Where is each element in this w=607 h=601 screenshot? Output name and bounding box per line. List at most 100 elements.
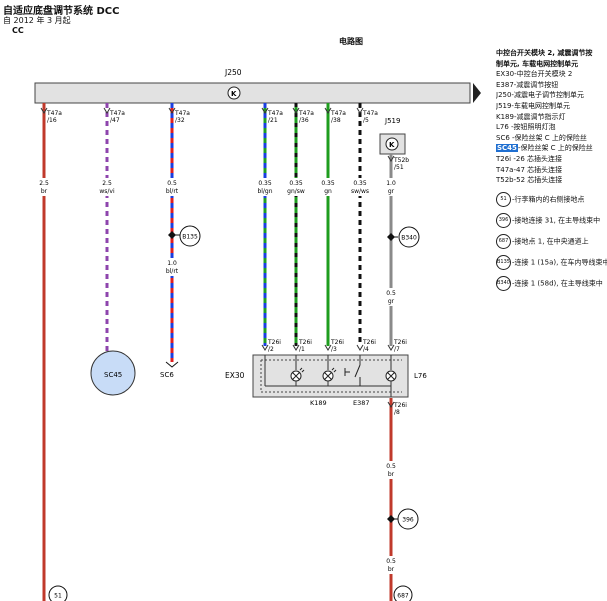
validity-date: 自 2012 年 3 月起 xyxy=(3,16,71,25)
component-legend: 中控台开关模块 2, 减震调节按 制单元, 车载电网控制单元 EX30-中控台开… xyxy=(496,48,607,291)
svg-text:/7: /7 xyxy=(394,346,400,353)
connector-label: T26i xyxy=(393,339,407,346)
k189-label: K189 xyxy=(310,399,327,407)
legend-ref: B340-连接 1 (58d), 在主导线束中 xyxy=(496,275,607,291)
svg-text:br: br xyxy=(388,471,395,478)
highlight-sc45: SC45 xyxy=(496,144,518,153)
vehicle-model: CC xyxy=(12,26,24,35)
legend-heading: 制单元, 车载电网控制单元 xyxy=(496,59,579,68)
svg-text:K: K xyxy=(389,141,395,149)
ground-687: 687 xyxy=(393,585,413,601)
wire-size: 0.5 xyxy=(386,558,396,565)
svg-text:/38: /38 xyxy=(331,117,341,124)
svg-text:gn: gn xyxy=(324,188,332,195)
pin-label: T47a xyxy=(330,110,346,117)
svg-text:br: br xyxy=(388,566,395,573)
legend-item: T47a-47 芯插头连接 xyxy=(496,165,563,174)
connector-label: T26i xyxy=(267,339,281,346)
ref-b135: B135 xyxy=(182,234,198,241)
j250-k-symbol: K xyxy=(231,90,237,98)
svg-text:gr: gr xyxy=(388,298,395,305)
svg-text:/16: /16 xyxy=(47,117,57,124)
legend-item: EX30-中控台开关模块 2 xyxy=(496,70,573,79)
legend-ref: 396-接地连接 31, 在主导线束中 xyxy=(496,212,607,228)
j519-control-unit: K xyxy=(379,133,406,155)
pin-label: T47a xyxy=(267,110,283,117)
pin-label: T47a xyxy=(174,110,190,117)
svg-text:/36: /36 xyxy=(299,117,309,124)
svg-text:gn/sw: gn/sw xyxy=(287,188,305,195)
pin-label: T47a xyxy=(362,110,378,117)
svg-text:SC6: SC6 xyxy=(160,371,174,379)
svg-text:/51: /51 xyxy=(394,164,404,171)
pin-label: T47a xyxy=(298,110,314,117)
j250-label: J250 xyxy=(224,68,242,77)
ref-396: 396 xyxy=(402,517,414,524)
legend-item: J519-车载电网控制单元 xyxy=(496,101,570,110)
legend-item: J250-减震电子调节控制单元 xyxy=(496,91,584,100)
circuit-diagram-label: 电路图 xyxy=(339,37,363,46)
svg-text:/47: /47 xyxy=(110,117,120,124)
svg-text:bl/gn: bl/gn xyxy=(257,188,272,195)
j250-control-unit: K xyxy=(34,82,481,104)
wire-size: 0.35 xyxy=(289,180,303,187)
svg-text:br: br xyxy=(41,188,48,195)
e387-label: E387 xyxy=(353,399,370,407)
svg-text:/2: /2 xyxy=(268,346,274,353)
wire-size: 0.5 xyxy=(167,180,177,187)
junction-b135: B135 xyxy=(168,225,201,247)
connector-label: T26i xyxy=(393,402,407,409)
wire-size: 2.5 xyxy=(102,180,112,187)
wire-size: 0.5 xyxy=(386,290,396,297)
connector-label: T26i xyxy=(362,339,376,346)
wire-size: 0.35 xyxy=(321,180,335,187)
legend-item-highlighted: SC45-保险丝架 C 上的保险丝 xyxy=(496,144,593,153)
legend-item: L76 -按钮照明灯泡 xyxy=(496,123,556,132)
ex30-switch-module xyxy=(252,354,409,398)
svg-text:687: 687 xyxy=(397,593,409,600)
legend-heading: 中控台开关模块 2, 减震调节按 xyxy=(496,49,593,57)
svg-text:bl/rt: bl/rt xyxy=(166,268,179,275)
svg-text:/3: /3 xyxy=(331,346,337,353)
connector-label: T26i xyxy=(330,339,344,346)
wire-size: 2.5 xyxy=(39,180,49,187)
legend-ref: 687-接地点 1, 在中央通道上 xyxy=(496,233,607,249)
svg-text:/5: /5 xyxy=(363,117,369,124)
ground-51: 51 xyxy=(48,585,68,601)
fuse-sc45: SC45 xyxy=(90,350,136,396)
legend-item: T52b-52 芯插头连接 xyxy=(496,176,563,185)
svg-text:bl/rt: bl/rt xyxy=(166,188,179,195)
pin-label: T47a xyxy=(46,110,62,117)
svg-text:sw/ws: sw/ws xyxy=(351,188,369,195)
wire-size: 1.0 xyxy=(386,180,396,187)
legend-item: T26i -26 芯插头连接 xyxy=(496,154,563,163)
svg-text:SC45: SC45 xyxy=(104,371,122,379)
wire-size: 0.5 xyxy=(386,463,396,470)
legend-item: SC6 -保险丝架 C 上的保险丝 xyxy=(496,133,587,142)
junction-396: 396 xyxy=(387,508,419,530)
connector-label: T26i xyxy=(298,339,312,346)
wire-size: 0.35 xyxy=(258,180,272,187)
legend-ref: 51-行李箱内的右侧接地点 xyxy=(496,191,607,207)
ref-b340: B340 xyxy=(401,235,417,242)
svg-text:/21: /21 xyxy=(268,117,278,124)
pin-label: T47a xyxy=(109,110,125,117)
diagram-heading: 自适应底盘调节系统 DCC xyxy=(3,6,120,17)
legend-ref: B135-连接 1 (15a), 在车内导线束中 xyxy=(496,254,607,270)
svg-text:gr: gr xyxy=(388,188,395,195)
wire-size: 0.35 xyxy=(353,180,367,187)
legend-item: K189-减震调节指示灯 xyxy=(496,112,566,121)
legend-item: E387-减震调节按钮 xyxy=(496,80,559,89)
svg-text:/32: /32 xyxy=(175,117,185,124)
fuse-sc6: SC6 xyxy=(160,361,179,379)
svg-text:51: 51 xyxy=(54,593,62,600)
wire-size: 1.0 xyxy=(167,260,177,267)
ex30-label: EX30 xyxy=(225,371,245,380)
svg-text:/1: /1 xyxy=(299,346,305,353)
push-button-icon xyxy=(344,364,361,386)
j519-label: J519 xyxy=(384,117,400,125)
svg-text:ws/vi: ws/vi xyxy=(99,188,115,195)
svg-text:/8: /8 xyxy=(394,409,400,416)
pin-label: T52b xyxy=(393,157,409,164)
